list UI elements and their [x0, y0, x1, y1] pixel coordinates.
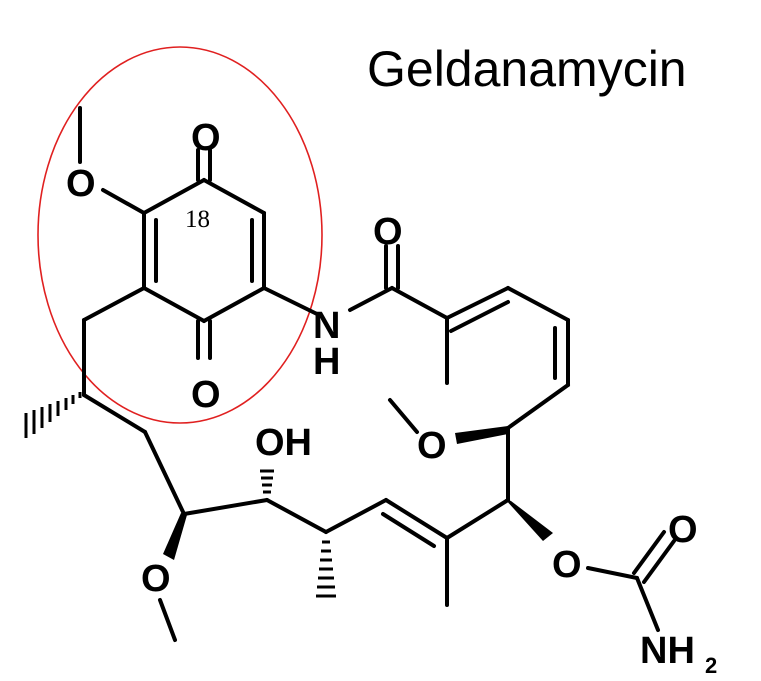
- atom-labels: O O O O N H OH O O O O NH 2: [66, 117, 717, 678]
- atom-o-carbamate-ester: O: [552, 544, 582, 586]
- ring-position-number: 18: [185, 206, 210, 233]
- bond-c3-c4: [506, 286, 570, 322]
- bond-c17-o: [101, 188, 146, 215]
- wedge-c6-o: [455, 426, 508, 444]
- atom-o-carbamate-carbonyl: O: [668, 509, 698, 551]
- atom-oh: OH: [255, 422, 312, 464]
- atom-h-amide: H: [313, 341, 340, 383]
- bond-n-c1: [348, 286, 394, 312]
- bond-o-me-left: [158, 598, 177, 642]
- atom-nh-subscript: 2: [705, 653, 717, 678]
- bond-c8-c9-inner: [381, 512, 436, 548]
- atom-o-methoxy-left: O: [141, 558, 171, 600]
- bond-c1-c2: [390, 286, 449, 320]
- bonds: [78, 106, 676, 642]
- bond-o-c-carbamate: [586, 566, 639, 580]
- atom-o-quinone-bottom: O: [191, 374, 221, 416]
- bond-carbamate-co-a: [632, 530, 666, 575]
- bond-c17-c18: [142, 178, 206, 215]
- atom-n-amide: N: [313, 305, 340, 347]
- hashed-bonds: [24, 392, 336, 598]
- bond-c2-c3-inner: [449, 300, 510, 333]
- atom-o-amide: O: [373, 211, 403, 253]
- highlight-ellipse: [37, 46, 323, 424]
- atom-nh-carbamate: NH: [640, 630, 695, 672]
- wedge-c12-o: [163, 513, 187, 560]
- bond-o-me-right: [388, 398, 419, 434]
- bond-c8-c9: [384, 498, 449, 540]
- bond-c21-c16: [142, 286, 206, 323]
- bond-c18-c19: [202, 178, 266, 215]
- bond-c12-c13: [143, 430, 186, 516]
- bond-c9-c10: [324, 498, 388, 534]
- bond-c20-n: [262, 286, 319, 316]
- wedge-bonds: [163, 426, 553, 560]
- molecule-title: Geldanamycin: [367, 41, 687, 97]
- atom-o-methoxy-right: O: [417, 425, 447, 467]
- bond-c7-c8: [445, 498, 510, 540]
- atom-o-quinone-top: O: [191, 117, 221, 159]
- bond-c11-c12: [182, 498, 269, 516]
- bond-c20-c21: [202, 286, 266, 323]
- bond-c15-c16: [82, 286, 146, 322]
- wedge-c7-o: [505, 499, 553, 541]
- bond-c2-c3: [445, 286, 510, 320]
- bond-c5-c6: [506, 383, 570, 430]
- bond-c10-c11: [265, 498, 328, 534]
- atom-o-methoxy-ring: O: [66, 163, 96, 205]
- bond-carbamate-co-b: [642, 539, 676, 584]
- bond-c-nh2: [635, 576, 660, 632]
- bond-c13-c14: [82, 393, 147, 434]
